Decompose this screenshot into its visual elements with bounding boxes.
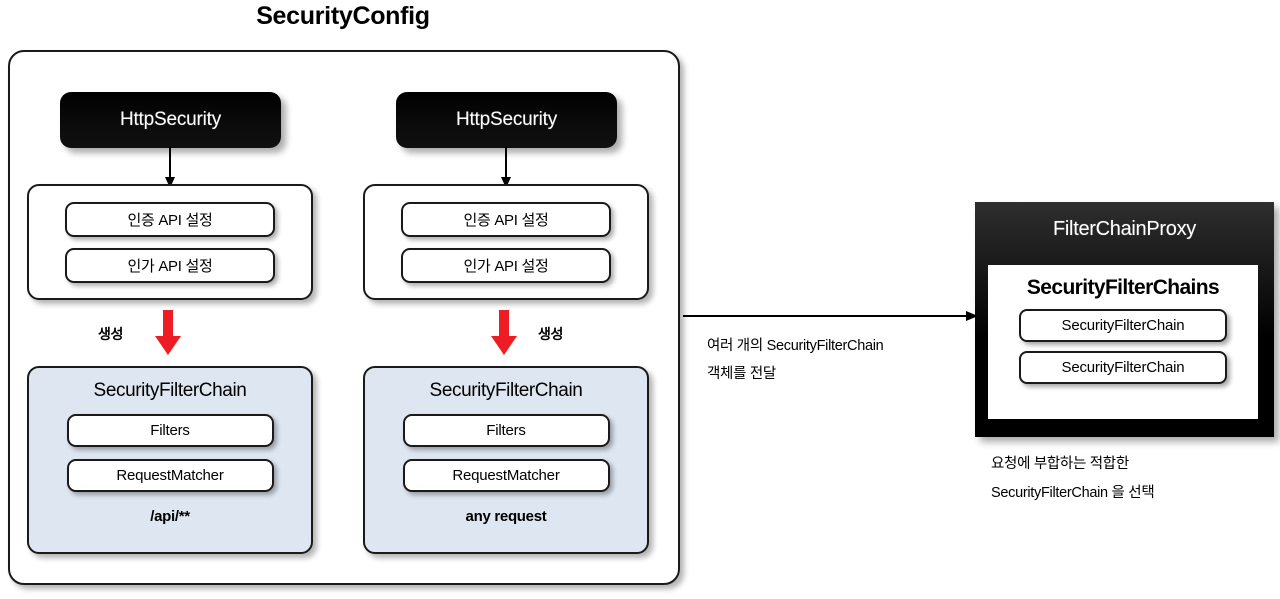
api-pill-auth-right: 인증 API 설정 bbox=[401, 201, 611, 237]
api-config-box-left: 인증 API 설정 인가 API 설정 bbox=[27, 184, 313, 300]
security-filter-chains-container: SecurityFilterChains SecurityFilterChain… bbox=[988, 265, 1258, 419]
proxy-caption-line1: 요청에 부합하는 적합한 bbox=[991, 456, 1129, 472]
api-config-box-right: 인증 API 설정 인가 API 설정 bbox=[363, 184, 649, 300]
chain-pill-filters-left: Filters bbox=[66, 414, 274, 447]
down-arrow-icon-left bbox=[163, 147, 177, 189]
create-label-left: 생성 bbox=[98, 326, 123, 342]
create-label-right: 생성 bbox=[538, 326, 563, 342]
filter-chain-proxy-box: FilterChainProxy SecurityFilterChains Se… bbox=[975, 202, 1274, 437]
flow-caption: 여러 개의 SecurityFilterChain 객체를 전달 bbox=[707, 332, 967, 388]
security-filter-chain-box-left: SecurityFilterChain Filters RequestMatch… bbox=[27, 366, 313, 554]
right-arrow-icon bbox=[683, 308, 979, 324]
proxy-caption-line2: SecurityFilterChain 을 선택 bbox=[991, 485, 1155, 501]
api-pill-authz-left: 인가 API 설정 bbox=[65, 247, 275, 283]
api-pill-auth-left: 인증 API 설정 bbox=[65, 201, 275, 237]
red-down-arrow-icon-left bbox=[153, 310, 183, 356]
flow-caption-line2: 객체를 전달 bbox=[707, 366, 776, 382]
filter-chain-proxy-title: FilterChainProxy bbox=[1052, 218, 1197, 240]
chain-title-right: SecurityFilterChain bbox=[429, 380, 583, 401]
http-security-box-left: HttpSecurity bbox=[60, 92, 281, 148]
flow-caption-line1: 여러 개의 SecurityFilterChain bbox=[707, 338, 884, 354]
matcher-value-right: any request bbox=[465, 508, 547, 525]
matcher-value-left: /api/** bbox=[150, 508, 190, 525]
proxy-caption: 요청에 부합하는 적합한 SecurityFilterChain 을 선택 bbox=[991, 450, 1280, 508]
http-security-label: HttpSecurity bbox=[455, 109, 558, 130]
proxy-chain-item-1: SecurityFilterChain bbox=[1019, 309, 1227, 342]
http-security-label: HttpSecurity bbox=[119, 109, 222, 130]
http-security-box-right: HttpSecurity bbox=[396, 92, 617, 148]
chain-pill-matcher-right: RequestMatcher bbox=[402, 459, 610, 492]
red-down-arrow-icon-right bbox=[489, 310, 519, 356]
api-pill-authz-right: 인가 API 설정 bbox=[401, 247, 611, 283]
security-filter-chains-title: SecurityFilterChains bbox=[1026, 276, 1220, 299]
security-filter-chain-box-right: SecurityFilterChain Filters RequestMatch… bbox=[363, 366, 649, 554]
chain-title-left: SecurityFilterChain bbox=[93, 380, 247, 401]
page-title: SecurityConfig bbox=[256, 2, 430, 30]
down-arrow-icon-right bbox=[499, 147, 513, 189]
chain-pill-matcher-left: RequestMatcher bbox=[66, 459, 274, 492]
proxy-chain-item-2: SecurityFilterChain bbox=[1019, 351, 1227, 384]
chain-pill-filters-right: Filters bbox=[402, 414, 610, 447]
